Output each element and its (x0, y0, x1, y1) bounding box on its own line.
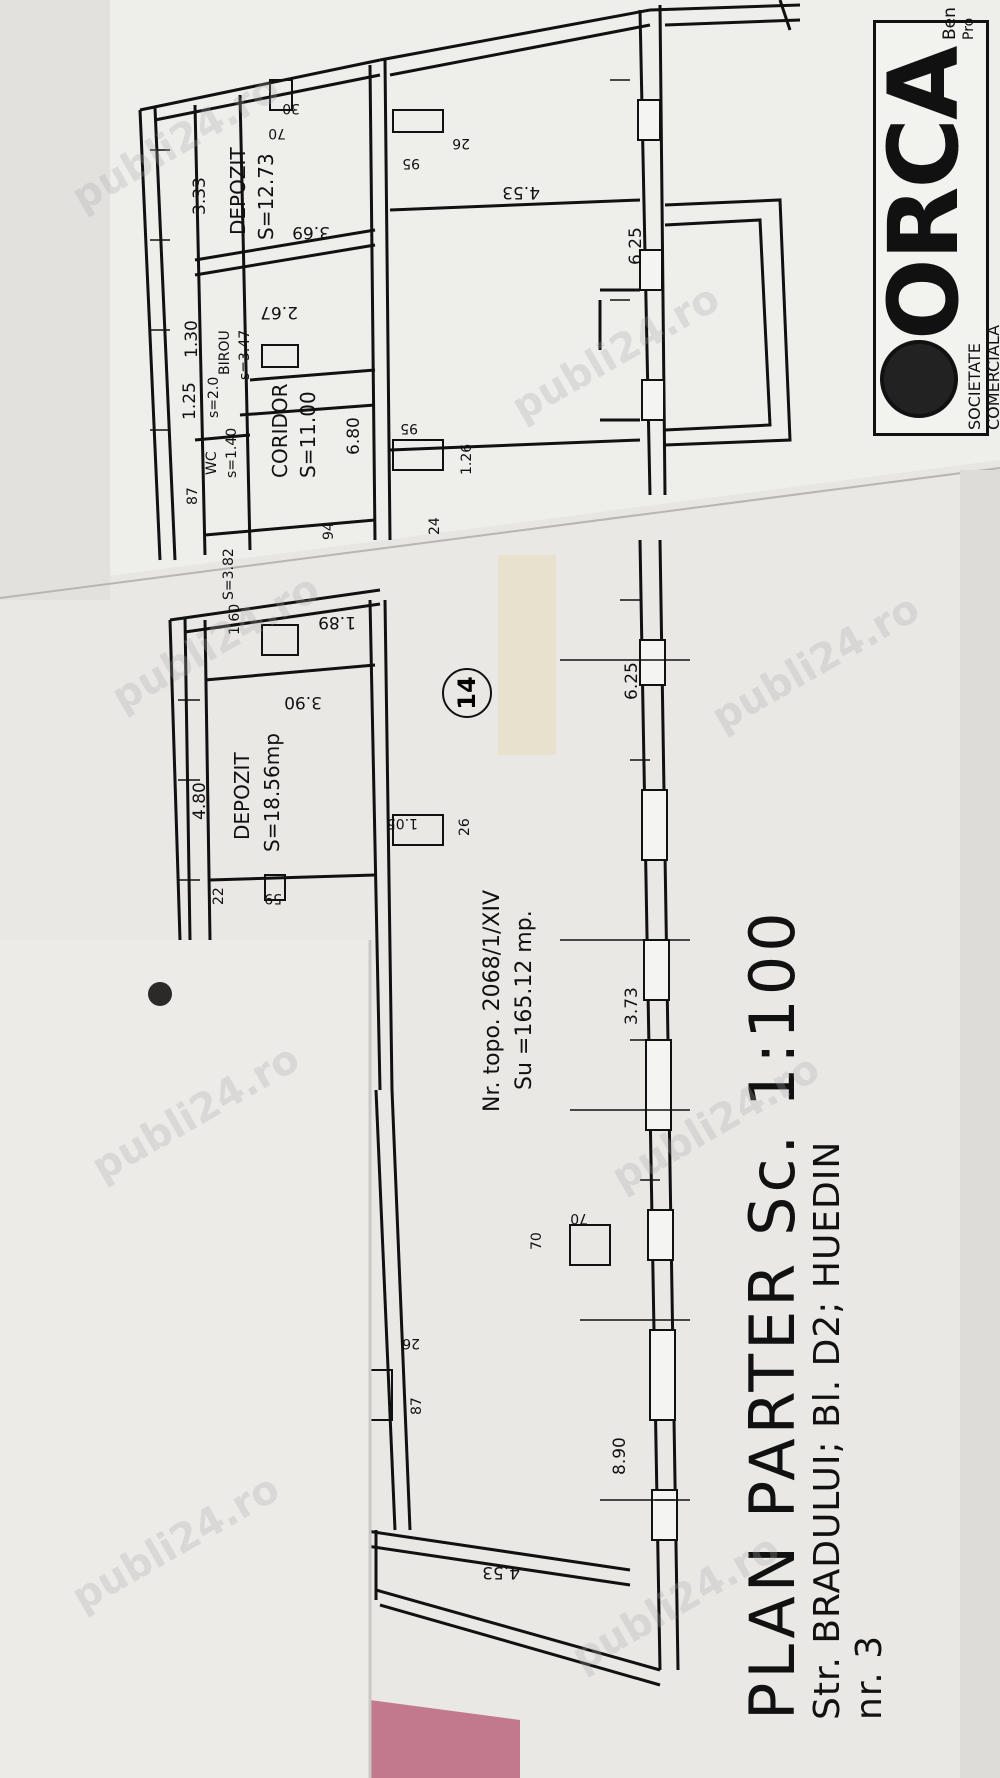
room-depozit-top-name: DEPOZIT (226, 147, 250, 235)
loose-sheet (0, 940, 370, 1778)
dim-189: 1.89 (318, 612, 356, 632)
logo-company: ORCA (868, 47, 980, 340)
dim-130: 1.30 (182, 320, 202, 358)
surface-label: Su =165.12 mp. (512, 910, 537, 1090)
lower-walls (168, 539, 680, 1687)
dim-625b: 6.25 (622, 662, 642, 700)
dim-125: 1.25 (180, 382, 200, 420)
room-wc-area: s=1.40 (224, 427, 240, 478)
logo-emblem-icon (880, 340, 958, 418)
dim-95a: 95 (402, 155, 420, 171)
logo-subtitle: SOCIETATE COMERCIALA PROIECTARE (965, 324, 1000, 430)
facade-windows (637, 99, 678, 1541)
dim-890: 8.90 (610, 1437, 630, 1475)
dimension-ticks (150, 79, 690, 1501)
room-birou-area: s=3.47 (237, 329, 253, 380)
dim-105: 1.05 (386, 815, 418, 831)
dim-94: 94 (321, 522, 337, 540)
dim-680: 6.80 (344, 417, 364, 455)
sheet-fold (0, 467, 1000, 599)
dim-373: 3.73 (622, 987, 642, 1025)
right-edge (960, 470, 1000, 1778)
vent-blocks (261, 79, 611, 1421)
logo-corner-fragment: Ben (940, 7, 960, 40)
room-s3-area: S=3.82 (221, 548, 237, 600)
tape-mark (498, 555, 556, 755)
plan-title: PLAN PARTER Sc. 1:100 (736, 908, 809, 1720)
room-birou-name: BIROU (217, 330, 233, 375)
dim-70c: 70 (570, 1210, 588, 1226)
dim-126: 1.26 (459, 443, 475, 475)
dim-70b: 70 (529, 1232, 545, 1250)
room-depozit-mid-name: DEPOZIT (230, 752, 254, 840)
room-coridor-name: CORIDOR (268, 383, 292, 478)
logo-corner-fragment-2: Pro (961, 17, 977, 40)
room-depozit-top-area: S=12.73 (254, 153, 278, 240)
dim-70a: 70 (268, 125, 286, 141)
dim-22: 22 (211, 887, 227, 905)
dim-453b: 4.53 (482, 1562, 520, 1582)
dim-267: 2.67 (260, 302, 298, 322)
dim-26b: 26 (457, 818, 473, 836)
dim-95b: 95 (400, 420, 418, 436)
dim-625a: 6.25 (626, 227, 646, 265)
bottom-fragment (370, 1700, 520, 1778)
dim-160: 1.60 (227, 603, 243, 635)
address-line-1: Str. BRADULUI; Bl. D2; HUEDIN (807, 1140, 848, 1720)
dim-369: 3.69 (292, 222, 330, 242)
dim-26c: 26 (402, 1335, 420, 1351)
room-coridor-area: S=11.00 (296, 391, 320, 478)
dim-480: 4.80 (190, 782, 210, 820)
dim-453a: 4.53 (502, 182, 540, 202)
dim-24: 24 (427, 517, 443, 535)
dim-59: 59 (264, 890, 282, 906)
room-s2-area: s=2.0 (206, 376, 222, 418)
room-depozit-mid-area: S=18.56mp (260, 733, 284, 852)
dim-87b: 87 (409, 1397, 425, 1415)
left-margin-sheet (0, 0, 110, 600)
dim-26a: 26 (452, 135, 470, 151)
address-line-2: nr. 3 (849, 1634, 890, 1720)
punch-hole (148, 982, 172, 1006)
room-wc-name: WC (204, 451, 220, 475)
topo-label: Nr. topo. 2068/1/XIV (480, 890, 505, 1112)
unit-number-badge: 14 (442, 668, 492, 718)
dim-30: 30 (282, 100, 300, 116)
dim-333: 3.33 (190, 177, 210, 215)
dim-390: 3.90 (284, 692, 322, 712)
dim-87a: 87 (185, 487, 201, 505)
unit-number: 14 (453, 676, 481, 710)
